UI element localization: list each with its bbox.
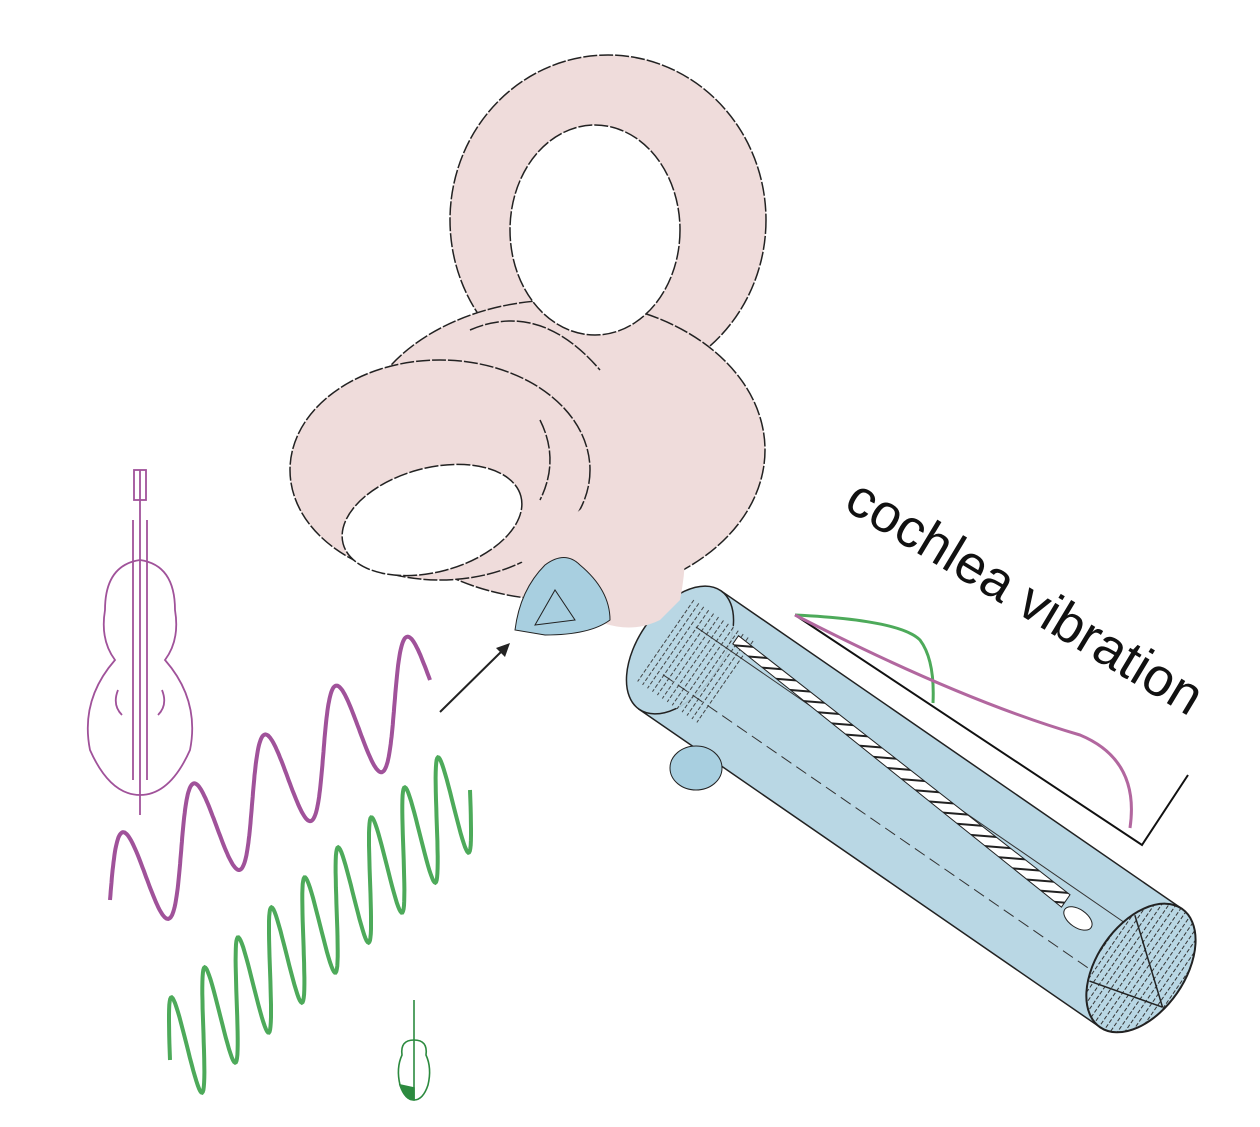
cochlea-tube — [625, 585, 1197, 1034]
low-tone-envelope — [794, 613, 1133, 829]
cochlea-end — [1085, 902, 1197, 1034]
cochlea-vibration-label: cochlea vibration — [836, 467, 1214, 727]
round-opening — [1063, 906, 1093, 931]
low-tone-wave — [108, 634, 432, 921]
violin-icon — [397, 1000, 431, 1101]
arrow-head-icon — [496, 643, 510, 657]
vibration-graph — [794, 613, 1189, 847]
high-tone-envelope — [794, 613, 935, 704]
round-window — [669, 745, 723, 791]
double-bass-icon — [86, 469, 194, 815]
oval-window — [514, 557, 611, 636]
sound-arrow — [439, 647, 506, 713]
semicircular-canals — [289, 54, 767, 628]
high-tone-wave — [167, 754, 473, 1096]
basilar-membrane — [732, 634, 1071, 908]
